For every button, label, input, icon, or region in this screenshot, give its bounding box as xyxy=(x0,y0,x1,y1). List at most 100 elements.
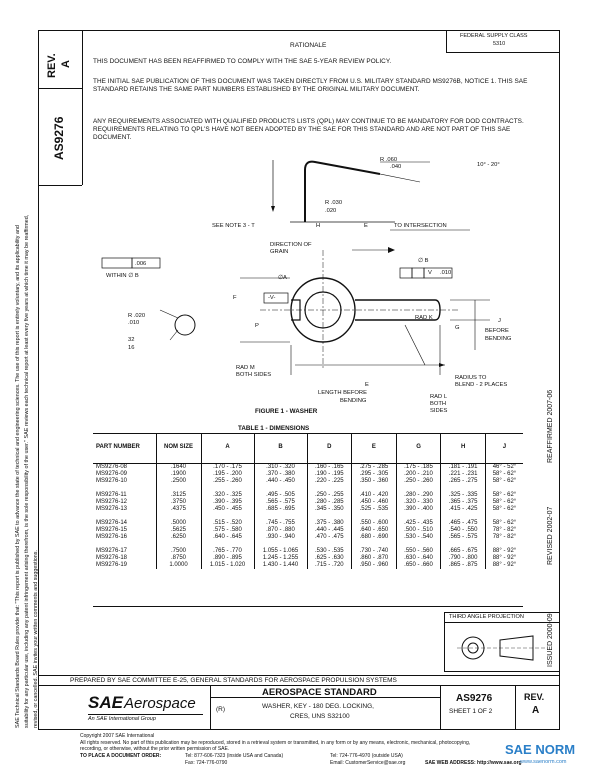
table-cell: .5625 xyxy=(155,526,202,534)
tel-inside: Tel: 877-606-7323 (inside USA and Canada… xyxy=(185,753,284,759)
footer-rule xyxy=(38,685,560,686)
table-row: MS9276-10.2500.255 - .260.440 - .450.220… xyxy=(93,477,523,485)
table-cell: .650 - .660 xyxy=(395,561,441,569)
projection-box xyxy=(444,612,560,672)
table-cell: .350 - .360 xyxy=(351,477,397,485)
logo-underline xyxy=(88,714,203,715)
table-cell: .320 - .325 xyxy=(200,491,255,499)
table-row: MS9276-14.5000.515 - .520.745 - .755.375… xyxy=(93,519,523,527)
table-cell: MS9276-11 xyxy=(96,491,127,498)
body-paragraph-3: ANY REQUIREMENTS ASSOCIATED WITH QUALIFI… xyxy=(93,118,524,141)
table-cell: .3125 xyxy=(155,491,202,499)
table-cell: .440 - .450 xyxy=(253,477,307,485)
table-cell: .665 - .675 xyxy=(440,547,486,555)
body-paragraph-2: THE INITIAL SAE PUBLICATION OF THIS DOCU… xyxy=(93,78,528,93)
order-label: TO PLACE A DOCUMENT ORDER: xyxy=(80,753,162,759)
projection-rule xyxy=(444,622,560,623)
table-cell: 58° - 62° xyxy=(484,477,523,485)
table-cell: .250 - .260 xyxy=(395,477,441,485)
table-cell: .745 - .755 xyxy=(253,519,307,527)
watermark-url: www.saenorm.com xyxy=(520,759,567,765)
table-cell: MS9276-18 xyxy=(96,554,128,561)
table-cell: .865 - .875 xyxy=(440,561,486,569)
table-row: MS9276-11.3125.320 - .325.495 - .505.250… xyxy=(93,491,523,499)
description-line-2: CRES, UNS S32100 xyxy=(290,713,350,720)
table-cell: .280 - .285 xyxy=(306,498,352,506)
table-gap-cell xyxy=(351,512,397,520)
table-cell: .730 - .740 xyxy=(351,547,397,555)
table-cell: .440 - .445 xyxy=(306,526,352,534)
table-cell: .625 - .630 xyxy=(306,554,352,562)
label-bending: BENDING xyxy=(485,336,512,342)
label-see-note: SEE NOTE 3 - T xyxy=(212,223,255,229)
table-gap-cell xyxy=(93,541,156,548)
table-cell: .4375 xyxy=(155,505,202,513)
table-group-gap xyxy=(93,540,523,548)
title-block-rule xyxy=(210,697,440,698)
table-gap-cell xyxy=(351,484,397,492)
label-v-box: -V- xyxy=(268,295,276,301)
table-gap-cell xyxy=(200,540,255,548)
table-cell: .5000 xyxy=(155,519,202,527)
col-j: J xyxy=(484,433,523,464)
label-h: H xyxy=(316,223,321,229)
table-cell: .495 - .505 xyxy=(253,491,307,499)
table-cell: .170 - .175 xyxy=(200,463,255,471)
sidebar-notice: SAE Technical Standards Board Rules prov… xyxy=(15,214,39,728)
table-cell: .540 - .550 xyxy=(440,526,486,534)
rationale-heading: RATIONALE xyxy=(290,42,327,49)
label-pos-v: V xyxy=(428,270,432,276)
description-line-1: WASHER, KEY - 180 DEG. LOCKING, xyxy=(262,703,374,710)
table-cell: 88° - 92° xyxy=(484,547,523,555)
table-cell: .465 - .475 xyxy=(440,519,486,527)
table-cell: 78° - 82° xyxy=(484,526,523,534)
table-cell: .450 - .460 xyxy=(351,498,397,506)
footer-top-rule xyxy=(38,675,560,676)
label-g: G xyxy=(455,325,460,331)
table-gap-cell xyxy=(484,484,523,492)
label-rad-k: RAD K xyxy=(415,315,433,321)
title-block-divider xyxy=(515,685,516,730)
label-e2: E xyxy=(365,382,369,388)
figure-caption: FIGURE 1 - WASHER xyxy=(255,408,318,415)
table-cell: 78° - 82° xyxy=(484,533,523,541)
table-cell: .870 - .880 xyxy=(253,526,307,534)
fsc-label: FEDERAL SUPPLY CLASS xyxy=(460,33,528,39)
table-cell: MS9276-14 xyxy=(96,519,128,526)
table-row: MS9276-15.5625.575 - .580.870 - .880.440… xyxy=(93,526,523,534)
col-e: E xyxy=(351,433,397,464)
table-cell: 58° - 62° xyxy=(484,498,523,506)
table-cell: .515 - .520 xyxy=(200,519,255,527)
table-cell: .890 - .895 xyxy=(200,554,255,562)
sae-group: An SAE International Group xyxy=(88,716,156,722)
table-group-gap xyxy=(93,512,523,520)
projection-label: THIRD ANGLE PROJECTION xyxy=(449,614,524,620)
table-cell: .320 - .330 xyxy=(395,498,441,506)
table-cell: .1900 xyxy=(155,470,202,478)
table-cell: MS9276-08 xyxy=(96,463,128,470)
table-title: TABLE 1 - DIMENSIONS xyxy=(238,425,310,432)
table-cell: .6250 xyxy=(155,533,202,541)
table-cell: .630 - .640 xyxy=(395,554,441,562)
table-gap-cell xyxy=(440,540,486,548)
page-frame xyxy=(38,30,560,730)
copyright-line-2: All rights reserved. No part of this pub… xyxy=(80,740,471,746)
label-pos-tol: .010 xyxy=(440,270,452,276)
col-g: G xyxy=(395,433,441,464)
fax-number: Fax: 724-776-0790 xyxy=(185,760,228,766)
label-radius-blend: RADIUS TO xyxy=(455,375,487,381)
table-cell: .425 - .435 xyxy=(395,519,441,527)
table-gap-cell xyxy=(484,540,523,548)
table-cell: .181 - .191 xyxy=(440,463,486,471)
label-r2: R .030 xyxy=(325,200,343,206)
table-cell: 88° - 92° xyxy=(484,561,523,569)
table-cell: .860 - .870 xyxy=(351,554,397,562)
table-cell: .345 - .350 xyxy=(306,505,352,513)
table-gap-cell xyxy=(306,540,352,548)
label-e: E xyxy=(364,223,368,229)
table-cell: .530 - .535 xyxy=(306,547,352,555)
table-row: MS9276-08.1640.170 - .175.310 - .320.160… xyxy=(93,463,523,471)
standard-title: AEROSPACE STANDARD xyxy=(262,687,377,698)
